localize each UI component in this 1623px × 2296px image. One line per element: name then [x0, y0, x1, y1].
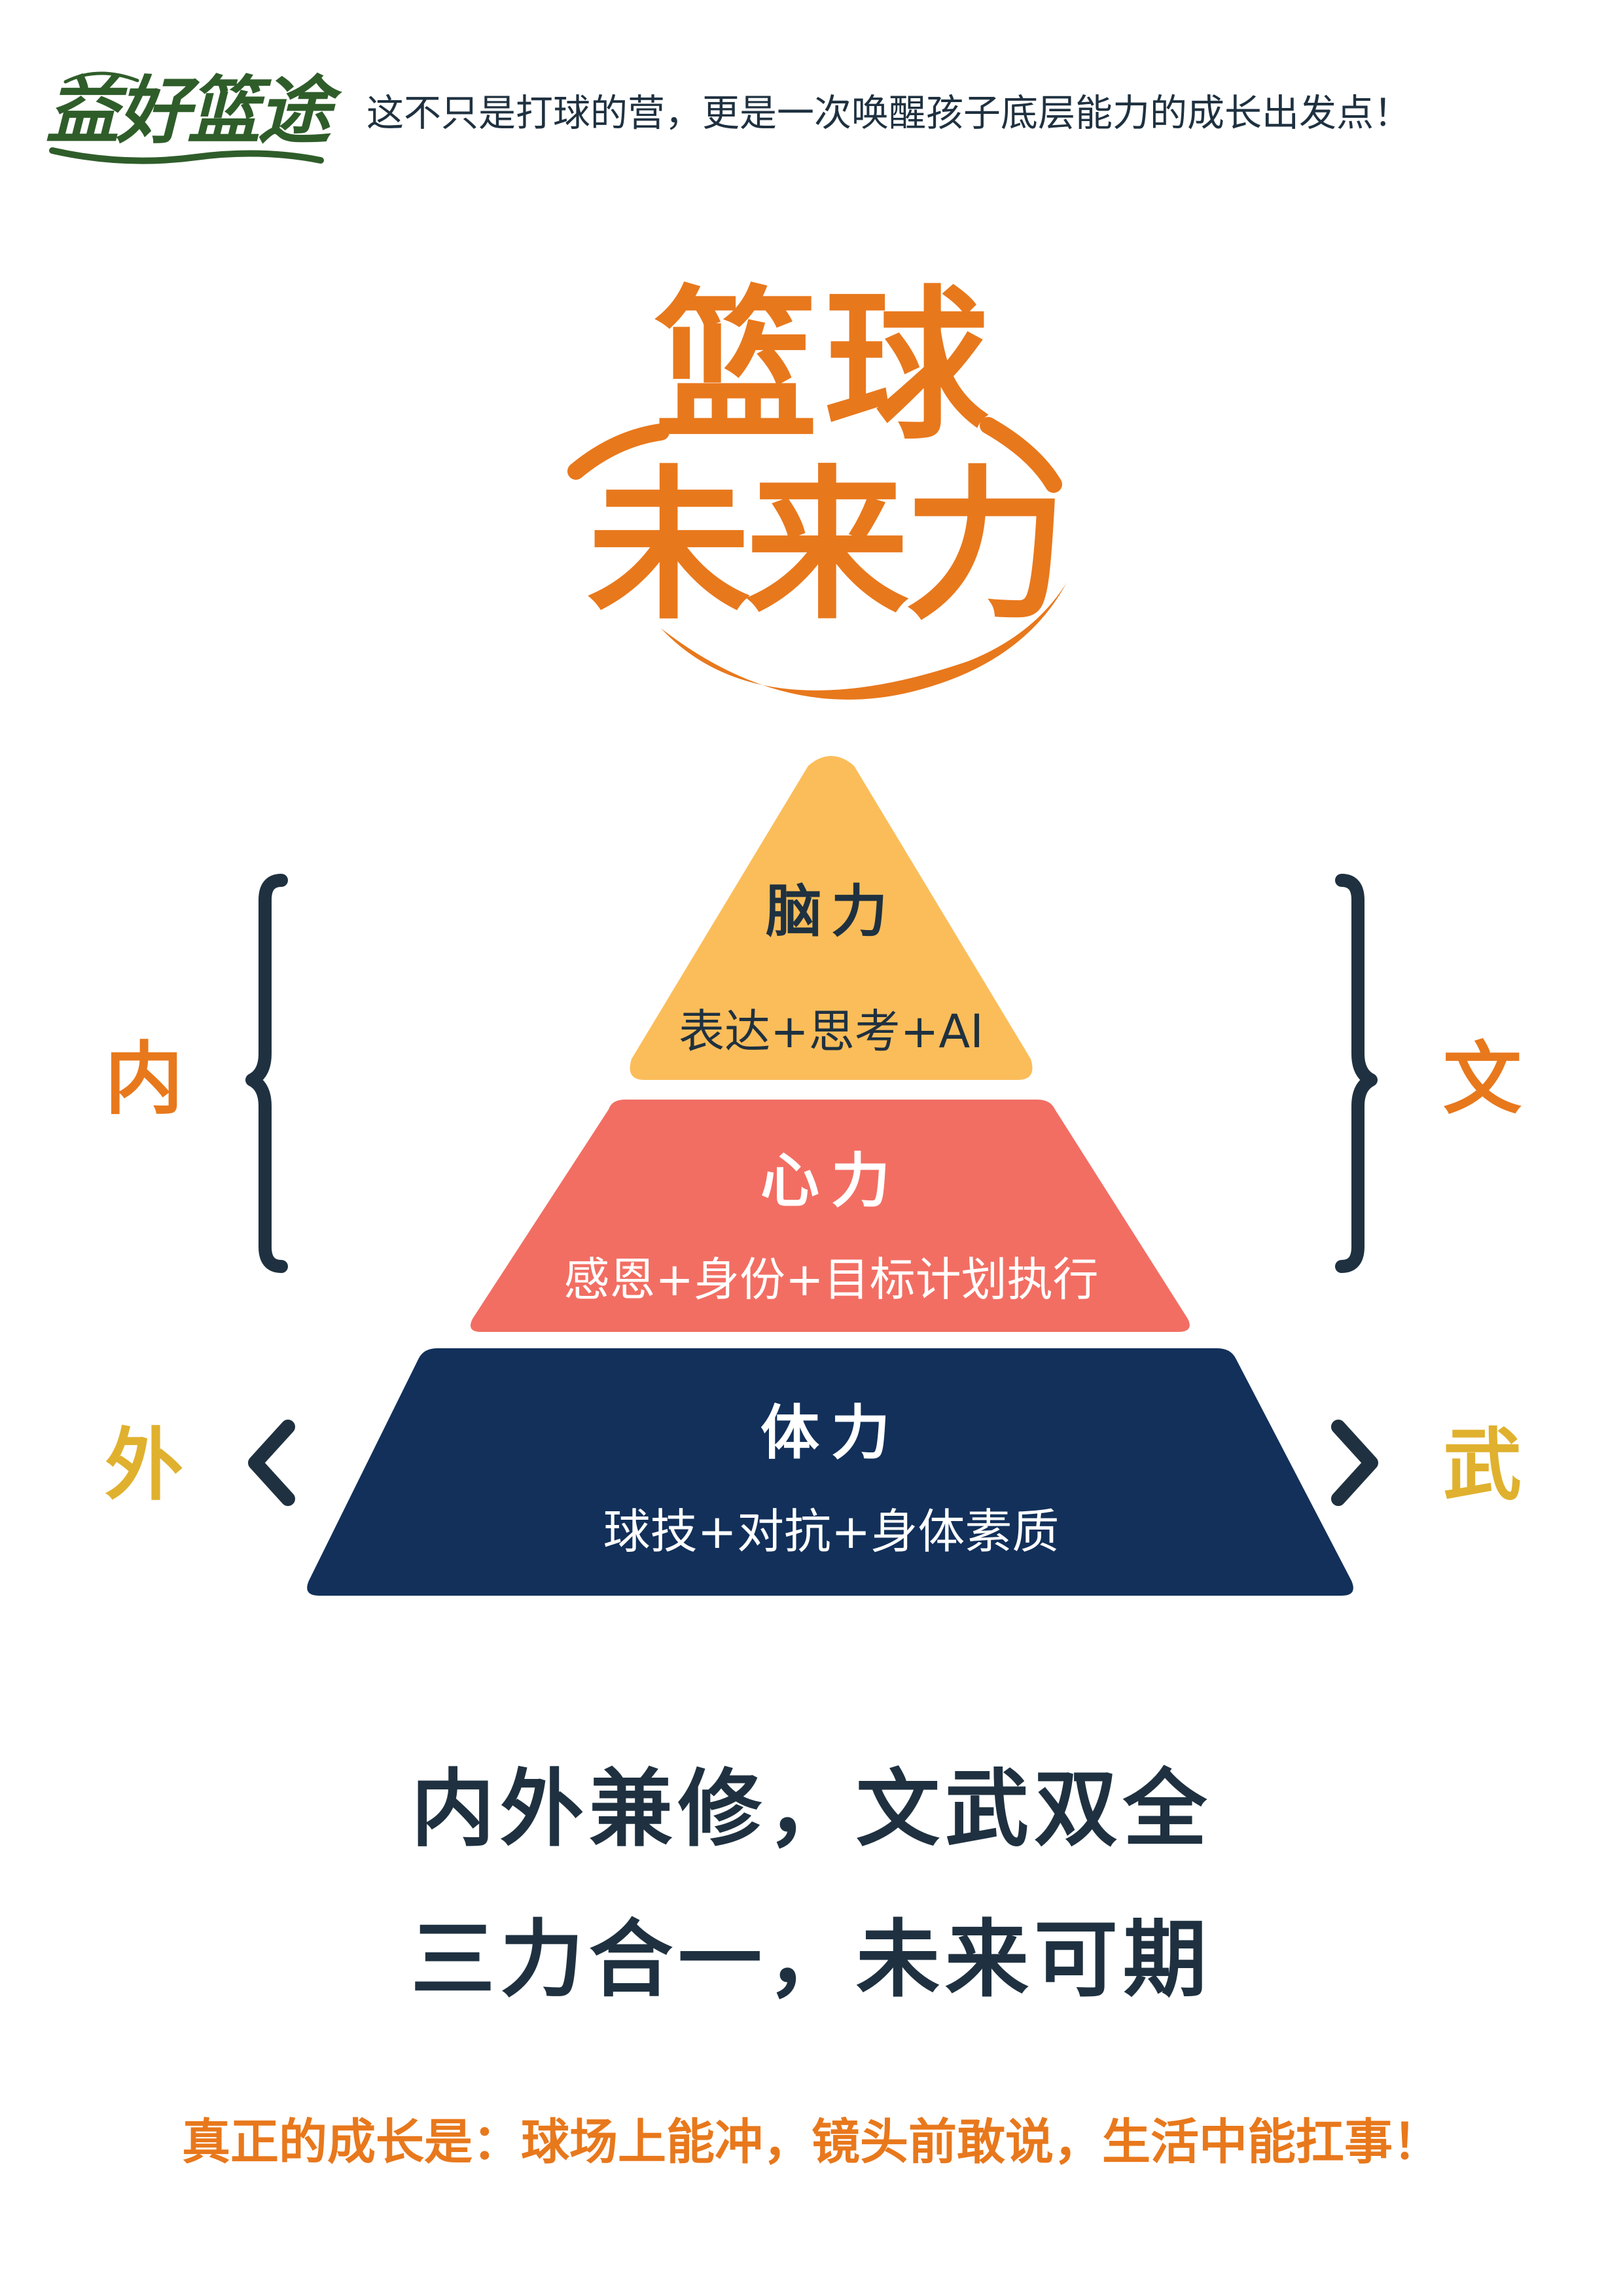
side-label-inner: 内 — [105, 1034, 183, 1125]
chevron-right-icon — [1331, 1420, 1378, 1506]
title-line-2: 未来力 — [587, 451, 1067, 641]
side-label-outer: 外 — [105, 1420, 183, 1511]
footer-statement: 真正的成长是：球场上能冲，镜头前敢说，生活中能扛事！ — [182, 2114, 1441, 2170]
side-label-culture: 文 — [1443, 1034, 1522, 1125]
title-swoosh-icon — [567, 417, 1067, 700]
left-brace-icon — [245, 874, 288, 1273]
title-line-1: 篮球 — [654, 271, 995, 461]
logo-swoosh-icon — [49, 71, 324, 164]
chevron-left-icon — [248, 1420, 295, 1506]
pyramid-middle-layer — [470, 1100, 1190, 1332]
brain-layer-subtitle: 表达+思考+AI — [679, 1005, 984, 1058]
pyramid-top-layer — [630, 756, 1033, 1080]
heart-layer-title: 心力 — [760, 1147, 902, 1215]
brand-logo: 益好篮途 — [46, 68, 331, 154]
pyramid-bottom-layer — [307, 1348, 1353, 1596]
slogan-line-1: 内外兼修，文武双全 — [410, 1761, 1212, 1858]
side-label-martial: 武 — [1443, 1420, 1522, 1511]
right-brace-icon — [1335, 874, 1378, 1273]
main-title: 篮球 未来力 — [563, 275, 1086, 720]
slogan-line-2: 三力合一，未来可期 — [410, 1911, 1212, 2009]
body-layer-title: 体力 — [760, 1399, 902, 1467]
body-layer-subtitle: 球技+对抗+身体素质 — [603, 1504, 1060, 1559]
brain-layer-title: 脑力 — [766, 879, 897, 944]
header-tagline: 这不只是打球的营，更是一次唤醒孩子底层能力的成长出发点！ — [366, 92, 1411, 135]
heart-layer-subtitle: 感恩+身份+目标计划执行 — [563, 1253, 1099, 1306]
